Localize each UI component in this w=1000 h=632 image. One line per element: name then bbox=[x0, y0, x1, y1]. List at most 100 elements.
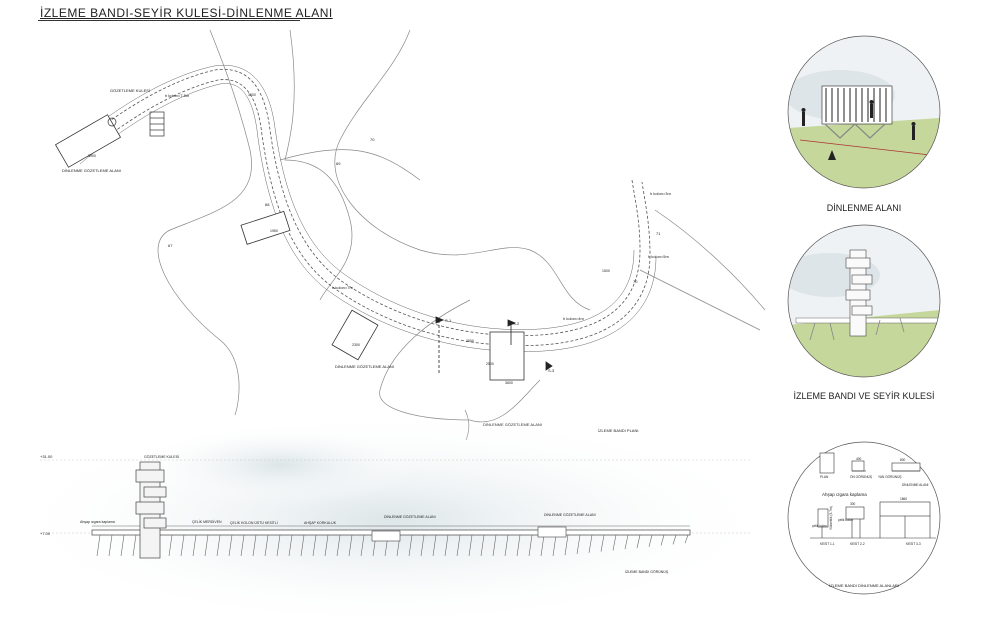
circle-rest-area-render bbox=[787, 35, 941, 189]
dim-1: 3900 bbox=[88, 154, 96, 158]
elevation-column bbox=[624, 534, 629, 550]
elevation-column bbox=[636, 534, 641, 549]
contour-67: 67 bbox=[168, 243, 173, 248]
level-31: +31.00 bbox=[40, 454, 53, 459]
elevation-column bbox=[360, 534, 365, 557]
elevation-column bbox=[240, 534, 245, 557]
label-s3: S-3 bbox=[548, 368, 555, 373]
c3-celik1: çelik kolon bbox=[812, 524, 827, 528]
sheet-title: İZLEME BANDI-SEYİR KULESİ-DİNLENME ALANI bbox=[40, 6, 333, 20]
elevation-column bbox=[528, 534, 533, 557]
elevation-column bbox=[420, 534, 425, 557]
label-dinlenme-2: DİNLENME GÖZETLEME ALANI bbox=[335, 364, 394, 369]
walkway-edge bbox=[69, 64, 657, 352]
title-underline bbox=[38, 20, 300, 21]
elevation-columns bbox=[96, 534, 689, 557]
tower-plan-symbol bbox=[107, 111, 165, 137]
c3-d400: 400 bbox=[856, 457, 862, 461]
contour-68: 68 bbox=[265, 202, 270, 207]
elev-rest2-label: DİNLENME GÖZETLEME ALANI bbox=[544, 512, 596, 517]
elevation-column bbox=[432, 534, 437, 557]
c3-yukseklik: Yükseklik (3-7m) bbox=[829, 506, 833, 530]
circle2-caption: İZLEME BANDI VE SEYİR KULESİ bbox=[793, 391, 934, 401]
elevation-column bbox=[588, 534, 593, 553]
elevation-column bbox=[612, 534, 617, 551]
elevation-column bbox=[216, 534, 221, 557]
label-kolon-4: h kolon=4m bbox=[563, 316, 584, 321]
c3-ahsap: Ahşap ızgara kaplama bbox=[822, 492, 867, 497]
label-kolon-7: h kolon=7m bbox=[332, 285, 353, 290]
label-gozetleme-kulesi: GÖZETLEME KULESİ bbox=[110, 88, 150, 93]
elevation-column bbox=[408, 534, 413, 557]
elev-ahsap-label: Ahşap ızgara kaplama bbox=[80, 520, 115, 524]
elevation-column bbox=[108, 534, 113, 557]
elevation-column bbox=[288, 534, 293, 557]
dim-7: 1500 bbox=[602, 269, 610, 273]
circle-details: PLAN ÖN GÖRÜNÜŞ YAN GÖRÜNÜŞ DİNLENME ALA… bbox=[787, 441, 941, 595]
section-marks bbox=[435, 316, 553, 375]
dim-6: 3000 bbox=[248, 93, 256, 97]
label-kolon-7-5: h kolon=7.5m bbox=[165, 93, 190, 98]
label-s2: S-2 bbox=[513, 321, 520, 326]
dim-8: 2500 bbox=[486, 362, 494, 366]
elevation-column bbox=[576, 534, 581, 555]
dim-5: 2500 bbox=[466, 339, 474, 343]
contour-71: 71 bbox=[656, 231, 661, 236]
elevation-column bbox=[648, 534, 653, 547]
c3-yan: YAN GÖRÜNÜŞ bbox=[878, 475, 902, 479]
elevation-column bbox=[444, 534, 449, 557]
c3-d300: 300 bbox=[850, 502, 856, 506]
elevation-column bbox=[96, 534, 101, 557]
dim-3: 2300 bbox=[352, 343, 360, 347]
elevation-rest-1 bbox=[371, 530, 401, 542]
c3-celik2: çelik kolon bbox=[838, 518, 853, 522]
c3-kesit3: KESİT 3-3 bbox=[906, 541, 921, 546]
elevation-column bbox=[504, 534, 509, 557]
elevation-column bbox=[672, 534, 677, 545]
c3-d1860: 1860 bbox=[900, 497, 907, 501]
label-kolon-5: h kolon=5m bbox=[648, 254, 669, 259]
elevation-column bbox=[660, 534, 665, 546]
elev-caption: İZLEME BANDI GÖRÜNÜŞ bbox=[625, 569, 669, 574]
elevation-column bbox=[480, 534, 485, 557]
elev-kolon-label: ÇELİK KOLON ÜSTÜ KESİTLİ bbox=[230, 520, 278, 525]
circle3-caption: İZLEME BANDI DİNLENME ALANLARI bbox=[829, 583, 899, 588]
elevation-column bbox=[468, 534, 473, 557]
elevation-column bbox=[552, 534, 557, 557]
contour-70: 70 bbox=[370, 137, 375, 142]
label-s1: S-1 bbox=[445, 318, 452, 323]
c3-kesit1: KESİT 1-1 bbox=[820, 541, 835, 546]
elevation-rest-2 bbox=[537, 526, 567, 538]
dim-2: 1950 bbox=[270, 229, 278, 233]
elevation-column bbox=[120, 534, 125, 557]
elevation-column bbox=[264, 534, 269, 557]
contour-70-b: 70 bbox=[633, 279, 638, 284]
circle-tower-render bbox=[787, 224, 941, 378]
elev-rest1-label: DİNLENME GÖZETLEME ALANI bbox=[384, 514, 436, 519]
elevation-column bbox=[324, 534, 329, 557]
viewing-platforms bbox=[54, 114, 525, 381]
elev-tower-label: GÖZETLEME KULESİ bbox=[144, 454, 179, 459]
contour-69: 69 bbox=[336, 161, 341, 166]
contour-lines bbox=[157, 29, 766, 441]
label-dinlenme-1: DİNLENME GÖZETLEME ALANI bbox=[62, 168, 121, 173]
elevation-column bbox=[456, 534, 461, 557]
elevation-column bbox=[540, 534, 545, 557]
contour-labels: 67 68 69 70 71 70 bbox=[168, 137, 661, 284]
elevation-column bbox=[192, 534, 197, 557]
elevation-column bbox=[276, 534, 281, 557]
elevation-column bbox=[336, 534, 341, 557]
c3-d800: 800 bbox=[900, 458, 906, 462]
elevation-column bbox=[204, 534, 209, 557]
c3-dinlenme: DİNLENME ALANI bbox=[902, 482, 929, 487]
elev-korkuluk-label: AHŞAP KORKULUK bbox=[304, 521, 337, 525]
c3-on: ÖN GÖRÜNÜŞ bbox=[850, 475, 872, 479]
elevation-column bbox=[252, 534, 257, 557]
elevation-column bbox=[228, 534, 233, 557]
elevation-column bbox=[600, 534, 605, 552]
site-plan: GÖZETLEME KULESİ h kolon=7.5m DİNLENME G… bbox=[54, 29, 766, 441]
elevation-column bbox=[564, 534, 569, 556]
walkway-band bbox=[71, 68, 651, 347]
label-izleme-bandi-plani: İZLEME BANDI PLANI bbox=[598, 428, 638, 433]
